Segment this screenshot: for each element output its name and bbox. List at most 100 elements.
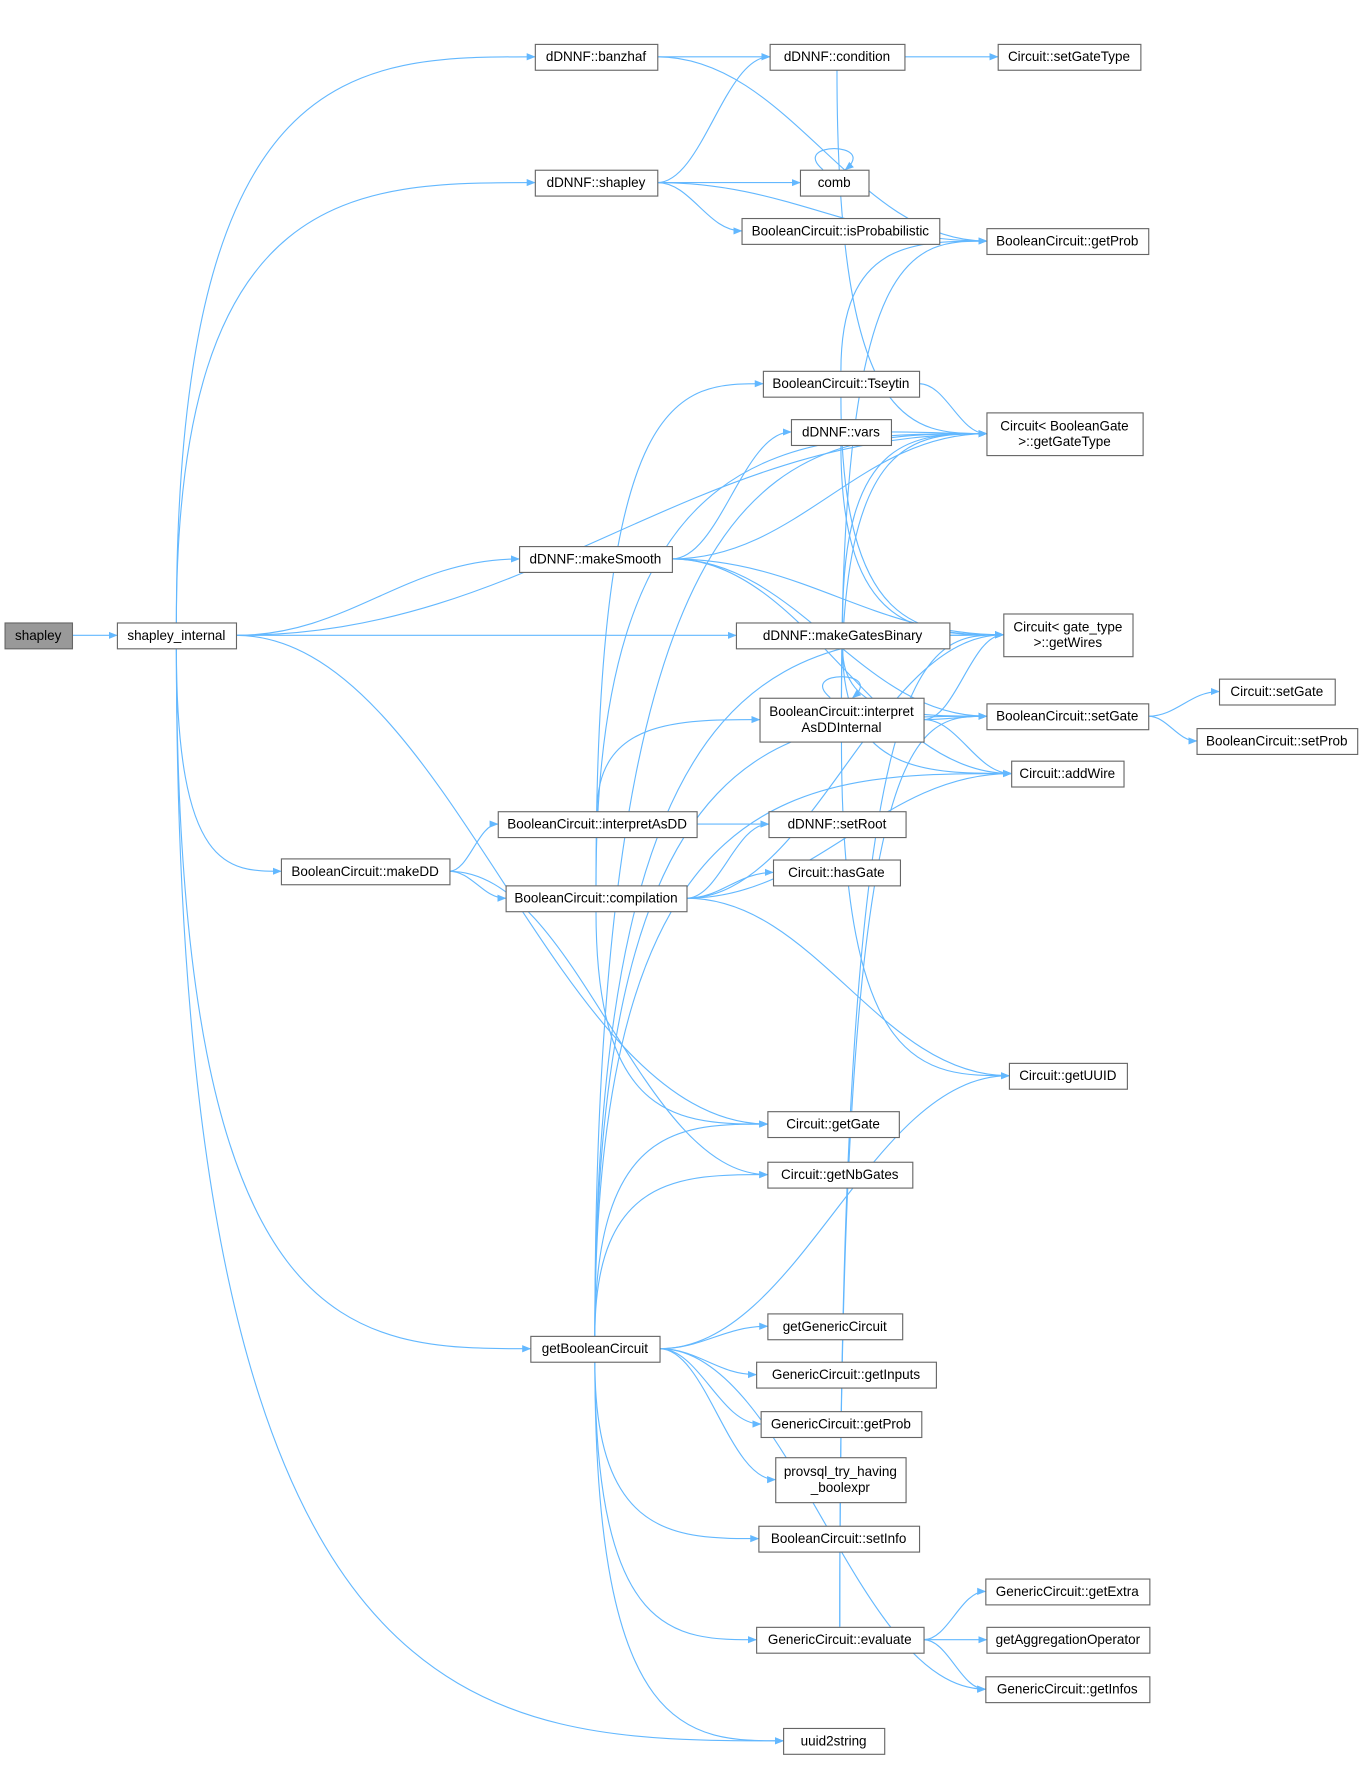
node-box <box>505 885 688 913</box>
node-getUUID[interactable]: Circuit::getUUID <box>1008 1062 1128 1090</box>
node-condition[interactable]: dDNNF::condition <box>769 43 906 71</box>
node-getInputs[interactable]: GenericCircuit::getInputs <box>756 1361 937 1389</box>
node-box <box>986 1626 1151 1654</box>
node-box <box>790 419 893 447</box>
node-setRoot[interactable]: dDNNF::setRoot <box>768 811 907 839</box>
edge-getBooleanCircuit-to-addWire <box>594 769 1013 1336</box>
node-getGenericCircuit[interactable]: getGenericCircuit <box>767 1313 904 1341</box>
edge-getBooleanCircuit-to-getGate <box>594 1120 769 1336</box>
node-getGateType[interactable]: Circuit< BooleanGate>::getGateType <box>986 412 1144 457</box>
node-provsql[interactable]: provsql_try_having_boolexpr <box>775 1457 907 1504</box>
node-box <box>534 169 659 197</box>
edge-makeSmooth-to-getWires <box>671 558 1005 639</box>
edge-shapley_internal-to-getGateType <box>235 430 988 636</box>
node-label: Circuit< BooleanGate <box>1000 418 1128 433</box>
edge-makeGatesBinary-to-getGateType <box>842 430 988 623</box>
edge-vars-to-getWires <box>840 444 1005 639</box>
node-label: Circuit::setGate <box>1230 684 1323 699</box>
node-makeSmooth[interactable]: dDNNF::makeSmooth <box>519 546 673 573</box>
node-tseytin[interactable]: BooleanCircuit::Tseytin <box>762 370 921 398</box>
edge-tseytin-to-getGateType <box>918 383 988 438</box>
edge-comb-to-comb <box>814 148 854 171</box>
node-box <box>769 43 906 71</box>
edge-dshapley-to-isProbabilistic <box>657 182 743 235</box>
node-getBooleanCircuit[interactable]: getBooleanCircuit <box>530 1335 661 1363</box>
node-addWire[interactable]: Circuit::addWire <box>1011 760 1125 788</box>
node-setInfo[interactable]: BooleanCircuit::setInfo <box>758 1525 921 1553</box>
node-getGate[interactable]: Circuit::getGate <box>767 1111 900 1139</box>
edge-makeSmooth-to-vars <box>671 428 792 560</box>
edge-getBooleanCircuit-to-setInfo <box>594 1361 760 1543</box>
node-label: >::getWires <box>1034 635 1103 650</box>
node-bcGetProb[interactable]: BooleanCircuit::getProb <box>986 228 1150 256</box>
node-box <box>767 1313 904 1341</box>
node-label: getBooleanCircuit <box>542 1341 649 1356</box>
edge-getBooleanCircuit-to-getNbGates <box>594 1171 769 1336</box>
node-label: shapley_internal <box>127 628 225 643</box>
node-isProbabilistic[interactable]: BooleanCircuit::isProbabilistic <box>741 217 941 245</box>
node-makeGatesBinary[interactable]: dDNNF::makeGatesBinary <box>735 622 951 650</box>
edge-interpInternal-to-addWire <box>923 719 1013 778</box>
node-getNbGates[interactable]: Circuit::getNbGates <box>767 1161 914 1189</box>
node-setGateType[interactable]: Circuit::setGateType <box>997 43 1142 71</box>
edge-compilation-to-getUUID <box>686 897 1010 1080</box>
node-makeDD[interactable]: BooleanCircuit::makeDD <box>280 858 451 886</box>
node-cSetGate[interactable]: Circuit::setGate <box>1218 678 1336 706</box>
node-label: BooleanCircuit::setInfo <box>771 1531 907 1546</box>
node-setProb[interactable]: BooleanCircuit::setProb <box>1196 728 1359 755</box>
edge-interpInternal-to-bcGetProb <box>840 237 988 698</box>
node-label: comb <box>818 175 851 190</box>
node-shapley_internal[interactable]: shapley_internal <box>116 622 238 650</box>
edge-makeDD-to-interpretAsDD <box>449 820 499 872</box>
node-box <box>530 1335 661 1363</box>
node-gcGetProb[interactable]: GenericCircuit::getProb <box>760 1411 923 1439</box>
node-getExtra[interactable]: GenericCircuit::getExtra <box>985 1578 1151 1606</box>
edge-dshapley-to-condition <box>657 53 771 184</box>
edge-compilation-to-getWires <box>686 631 1005 899</box>
node-label: BooleanCircuit::interpretAsDD <box>507 817 687 832</box>
node-bcSetGate[interactable]: BooleanCircuit::setGate <box>986 703 1150 731</box>
node-label: dDNNF::shapley <box>547 175 646 190</box>
node-banzhaf[interactable]: dDNNF::banzhaf <box>534 43 659 71</box>
node-label: GenericCircuit::evaluate <box>768 1632 912 1647</box>
node-label: BooleanCircuit::getProb <box>996 233 1138 248</box>
node-uuid2string[interactable]: uuid2string <box>783 1727 886 1755</box>
node-label: dDNNF::makeGatesBinary <box>763 628 923 643</box>
node-getWires[interactable]: Circuit< gate_type>::getWires <box>1003 613 1134 658</box>
node-compilation[interactable]: BooleanCircuit::compilation <box>505 885 688 913</box>
node-interpretAsDD[interactable]: BooleanCircuit::interpretAsDD <box>497 811 698 839</box>
node-box <box>775 1457 907 1504</box>
edge-getBooleanCircuit-to-provsql <box>659 1348 777 1484</box>
node-box <box>735 622 951 650</box>
node-vars[interactable]: dDNNF::vars <box>790 419 893 447</box>
node-label: Circuit::getGate <box>786 1117 880 1132</box>
node-box <box>116 622 238 650</box>
node-comb[interactable]: comb <box>799 169 870 197</box>
node-box <box>986 703 1150 731</box>
node-label: BooleanCircuit::setProb <box>1206 733 1348 748</box>
edge-getBooleanCircuit-to-getGenericCircuit <box>659 1322 769 1350</box>
edge-compilation-to-getGateType <box>595 430 988 886</box>
edge-makeDD-to-getNbGates <box>449 870 769 1179</box>
node-box <box>280 858 451 886</box>
node-box <box>4 622 74 650</box>
node-dshapley[interactable]: dDNNF::shapley <box>534 169 659 197</box>
node-label: dDNNF::makeSmooth <box>530 551 662 566</box>
node-box <box>534 43 659 71</box>
node-box <box>986 228 1150 256</box>
node-evaluate[interactable]: GenericCircuit::evaluate <box>756 1626 925 1654</box>
node-label: Circuit::getUUID <box>1019 1068 1117 1083</box>
edge-shapley_internal-to-uuid2string <box>175 648 784 1745</box>
edge-getBooleanCircuit-to-evaluate <box>594 1361 757 1644</box>
node-box <box>783 1727 886 1755</box>
node-box <box>759 697 925 743</box>
node-label: BooleanCircuit::isProbabilistic <box>752 223 930 238</box>
node-getInfos[interactable]: GenericCircuit::getInfos <box>985 1676 1151 1704</box>
node-box <box>767 1111 900 1139</box>
node-getAggOp[interactable]: getAggregationOperator <box>986 1626 1151 1654</box>
node-label: GenericCircuit::getExtra <box>996 1584 1139 1599</box>
node-hasGate[interactable]: Circuit::hasGate <box>772 859 902 887</box>
node-shapley[interactable]: shapley <box>4 622 74 650</box>
node-box <box>772 859 902 887</box>
